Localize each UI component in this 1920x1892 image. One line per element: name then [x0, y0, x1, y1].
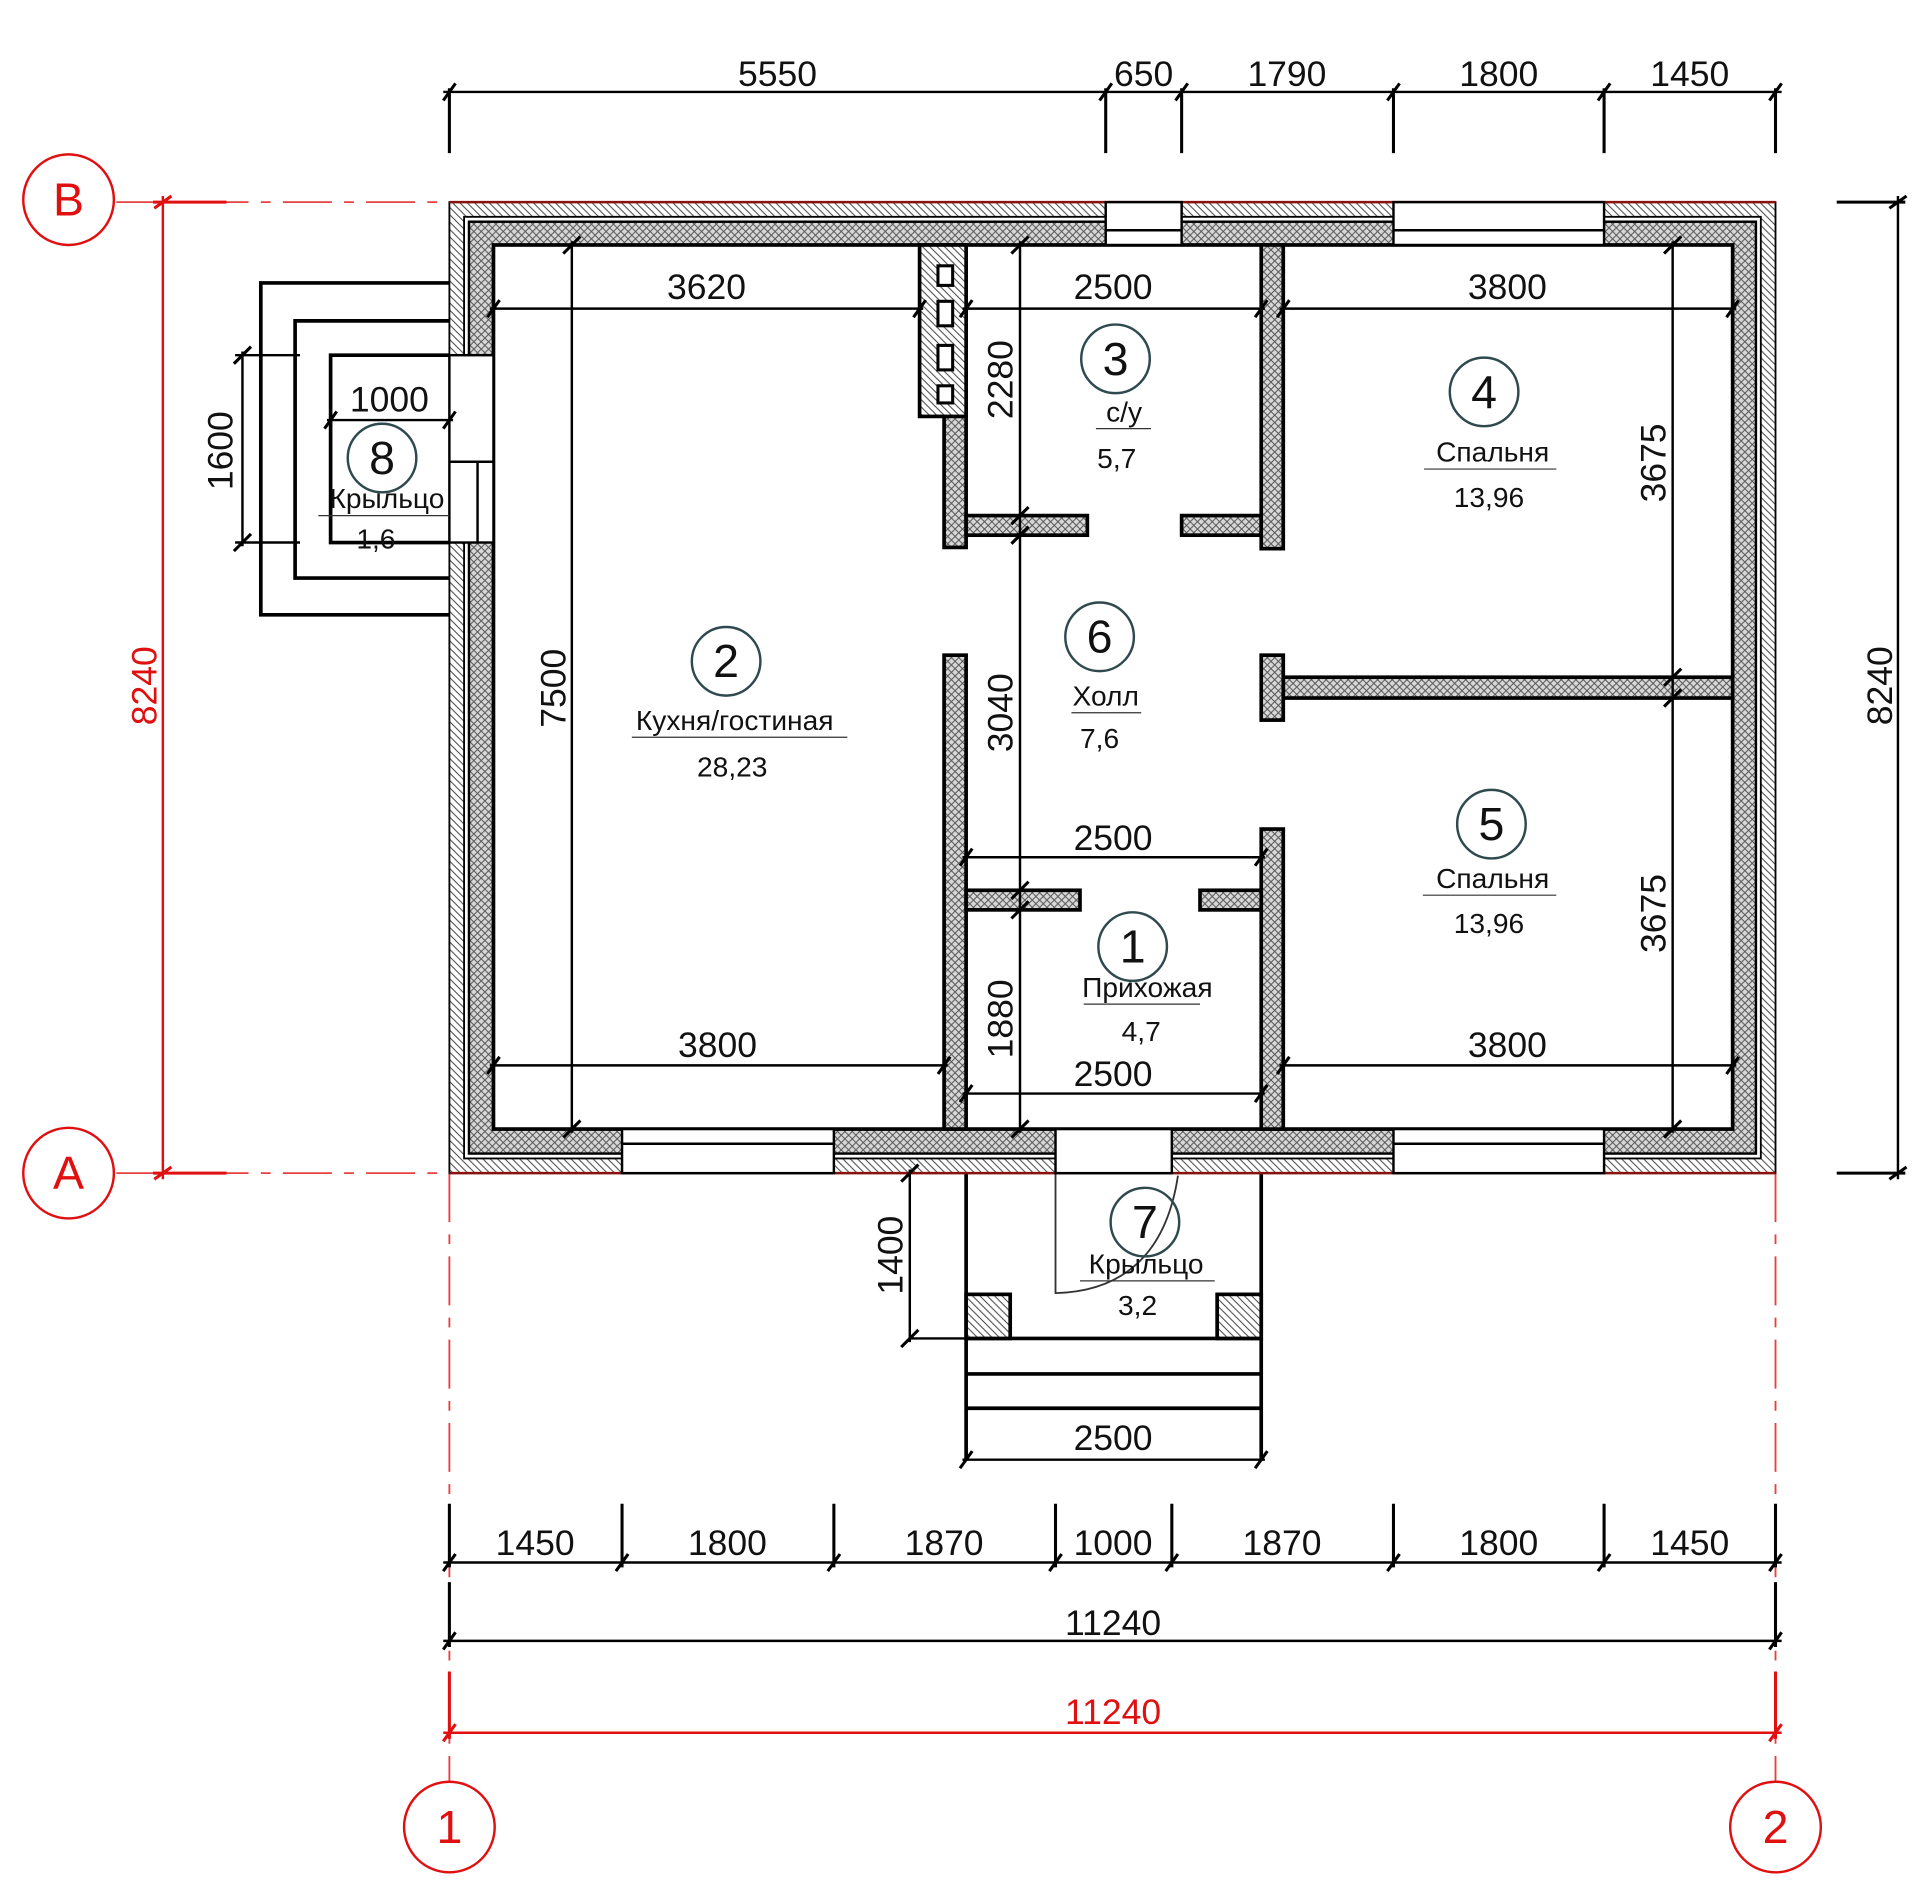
room-number-circle	[1109, 1186, 1181, 1258]
svg-text:2500: 2500	[1074, 1054, 1153, 1094]
room-name: Спальня	[1436, 437, 1549, 468]
svg-text:А: А	[53, 1147, 84, 1199]
svg-text:3800: 3800	[678, 1025, 757, 1065]
porch-7	[964, 1173, 1264, 1460]
window-bottom-2	[1392, 1127, 1606, 1175]
room-number: 2	[713, 635, 739, 687]
svg-text:3800: 3800	[1468, 1025, 1547, 1065]
svg-text:1800: 1800	[688, 1523, 767, 1563]
window-top-1	[1104, 200, 1183, 247]
room-number-circle	[346, 422, 418, 494]
room-number-circle	[690, 625, 762, 697]
svg-text:3800: 3800	[1468, 267, 1547, 307]
svg-text:1600: 1600	[201, 411, 241, 490]
room-number: 6	[1087, 611, 1113, 663]
axis-marker-1: 1	[402, 1780, 496, 1874]
svg-text:650: 650	[1114, 54, 1173, 94]
svg-text:3620: 3620	[667, 267, 746, 307]
room-number: 1	[1120, 921, 1146, 973]
svg-text:2: 2	[1763, 1801, 1789, 1853]
svg-text:7500: 7500	[534, 649, 574, 728]
svg-text:2500: 2500	[1074, 818, 1153, 858]
dimension-height: 8240 8240	[125, 194, 1908, 1181]
room-number: 3	[1103, 333, 1129, 385]
room-area: 3,2	[1118, 1290, 1157, 1321]
room-area: 13,96	[1454, 908, 1524, 939]
svg-text:1450: 1450	[496, 1523, 575, 1563]
dimension-chain-top: 5550 650 1790 1800 1450	[442, 54, 1783, 154]
svg-text:8240: 8240	[125, 646, 165, 725]
svg-text:2500: 2500	[1074, 1418, 1153, 1458]
room-number: 7	[1132, 1196, 1158, 1248]
svg-text:1800: 1800	[1459, 54, 1538, 94]
room-number-circle	[1097, 911, 1169, 983]
room-number: 5	[1478, 798, 1504, 850]
interior-dimensions: 3620 2500 3800 2280 3040 1880 7500 3675 …	[201, 235, 1741, 1470]
room-name: Прихожая	[1082, 972, 1212, 1003]
porch-8	[258, 281, 450, 617]
svg-text:3675: 3675	[1633, 423, 1673, 502]
room-number: 8	[369, 432, 395, 484]
svg-text:1790: 1790	[1247, 54, 1326, 94]
room-number-circle	[1064, 601, 1136, 673]
axis-marker-b: В	[22, 153, 116, 247]
svg-text:1880: 1880	[981, 979, 1021, 1058]
overall-width: 11240	[1065, 1603, 1161, 1643]
svg-text:2280: 2280	[981, 340, 1021, 419]
svg-text:2500: 2500	[1074, 267, 1153, 307]
grid-axes: В А 1 2	[22, 153, 1823, 1874]
svg-text:1400: 1400	[870, 1216, 910, 1295]
svg-text:1450: 1450	[1650, 54, 1729, 94]
room-number-circle	[1080, 323, 1152, 395]
room-name: Кухня/гостиная	[636, 705, 834, 736]
axis-marker-2: 2	[1728, 1780, 1823, 1874]
room-area: 28,23	[697, 751, 767, 782]
room-area: 13,96	[1454, 482, 1524, 513]
window-bottom-1	[620, 1127, 836, 1175]
room-name: Крыльцо	[1089, 1249, 1204, 1280]
interior-walls	[917, 243, 1735, 1131]
svg-text:1: 1	[436, 1801, 462, 1853]
room-area: 5,7	[1097, 443, 1136, 474]
room-name: с/у	[1106, 396, 1143, 427]
axis-marker-a: А	[22, 1126, 116, 1220]
svg-text:3675: 3675	[1633, 874, 1673, 953]
overall-width-red: 11240	[1065, 1692, 1161, 1732]
entrance-door	[1054, 1127, 1174, 1175]
svg-text:1000: 1000	[350, 380, 429, 420]
svg-text:8240: 8240	[1860, 646, 1900, 725]
svg-text:1800: 1800	[1459, 1523, 1538, 1563]
room-name: Спальня	[1436, 863, 1549, 894]
svg-text:1870: 1870	[1243, 1523, 1322, 1563]
svg-text:1870: 1870	[905, 1523, 984, 1563]
svg-text:1450: 1450	[1650, 1523, 1729, 1563]
room-area: 1,6	[356, 524, 395, 555]
svg-text:1000: 1000	[1074, 1523, 1153, 1563]
side-door	[448, 353, 495, 544]
room-number-circle	[1455, 788, 1527, 860]
room-tag-3: 3 с/у 5,7	[1080, 323, 1152, 474]
window-top-2	[1392, 200, 1606, 247]
room-area: 4,7	[1122, 1016, 1161, 1047]
dimension-chain-bottom: 1450 1800 1870 1000 1870 1800 1450 11240…	[442, 1503, 1783, 1743]
room-number-circle	[1448, 356, 1520, 428]
svg-text:В: В	[53, 174, 84, 226]
room-area: 7,6	[1080, 723, 1119, 754]
room-number: 4	[1471, 366, 1497, 418]
svg-text:3040: 3040	[981, 673, 1021, 752]
room-name: Крыльцо	[330, 483, 445, 514]
svg-text:5550: 5550	[738, 54, 817, 94]
room-name: Холл	[1073, 680, 1139, 711]
